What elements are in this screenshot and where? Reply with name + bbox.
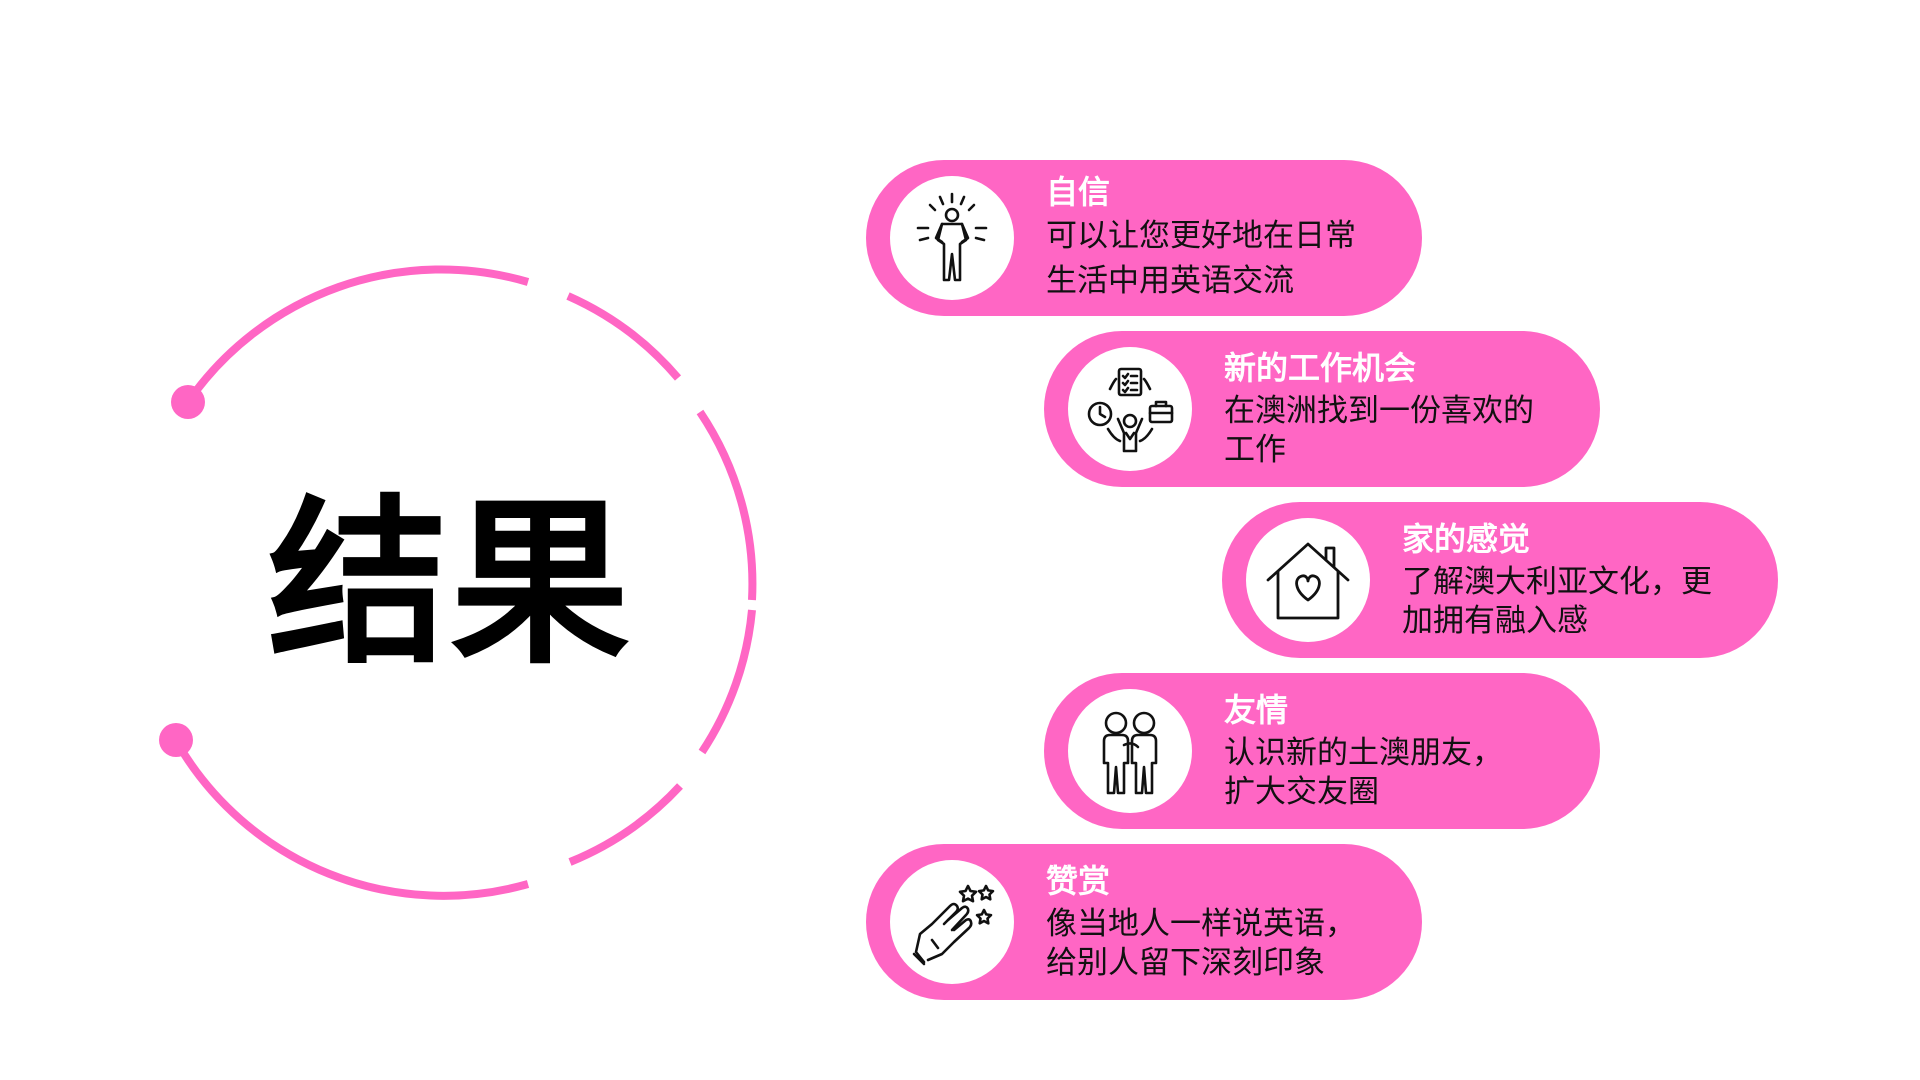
item-description-line: 认识新的土澳朋友，	[1224, 735, 1503, 772]
item-text: 友情 认识新的土澳朋友， 扩大交友圈	[1224, 683, 1570, 819]
ring-arc-right-lower	[698, 609, 756, 755]
icon-badge	[890, 860, 1014, 984]
confident-person-icon	[916, 192, 988, 282]
ring-dot-top	[171, 385, 205, 419]
ring-dot-bottom	[159, 723, 193, 757]
icon-badge	[1246, 518, 1370, 642]
item-heading: 自信	[1046, 173, 1111, 212]
item-heading: 赞赏	[1046, 862, 1111, 901]
house-heart-icon	[1266, 542, 1350, 620]
item-description-line: 像当地人一样说英语，	[1046, 906, 1356, 943]
item-text: 自信 可以让您更好地在日常 生活中用英语交流	[1046, 170, 1392, 306]
ring-arc-top-left	[184, 265, 530, 405]
icon-badge	[1068, 347, 1192, 471]
result-item-job-opportunity: 新的工作机会 在澳洲找到一份喜欢的 工作	[1044, 331, 1600, 487]
item-text: 家的感觉 了解澳大利亚文化，更 加拥有融入感	[1402, 512, 1748, 648]
result-item-sense-of-home: 家的感觉 了解澳大利亚文化，更 加拥有融入感	[1222, 502, 1778, 658]
two-friends-icon	[1102, 711, 1158, 795]
result-item-friendship: 友情 认识新的土澳朋友， 扩大交友圈	[1044, 673, 1600, 829]
item-description-line: 加拥有融入感	[1402, 603, 1588, 639]
item-heading: 新的工作机会	[1224, 349, 1417, 388]
ring-arc-top-right	[566, 292, 682, 381]
ring-arc-bottom-right	[568, 783, 683, 866]
item-text: 赞赏 像当地人一样说英语， 给别人留下深刻印象	[1046, 854, 1392, 990]
item-description-line: 可以让您更好地在日常	[1046, 218, 1356, 255]
job-opportunity-icon	[1087, 367, 1174, 453]
icon-badge	[1068, 689, 1192, 813]
item-description-line: 了解澳大利亚文化，更	[1402, 564, 1712, 601]
icon-badge	[890, 176, 1014, 300]
item-description-line: 给别人留下深刻印象	[1046, 945, 1325, 981]
item-description-line: 在澳洲找到一份喜欢的	[1224, 393, 1534, 430]
item-description-line: 工作	[1224, 432, 1286, 468]
result-item-confidence: 自信 可以让您更好地在日常 生活中用英语交流	[866, 160, 1422, 316]
item-heading: 家的感觉	[1402, 520, 1531, 559]
ring-arc-right-upper	[696, 409, 757, 601]
item-description-line: 生活中用英语交流	[1046, 263, 1294, 299]
item-text: 新的工作机会 在澳洲找到一份喜欢的 工作	[1224, 341, 1570, 477]
item-heading: 友情	[1224, 691, 1289, 730]
item-description-line: 扩大交友圈	[1224, 774, 1379, 810]
result-item-appreciation: 赞赏 像当地人一样说英语， 给别人留下深刻印象	[866, 844, 1422, 1000]
page-title: 结果	[267, 480, 632, 689]
ring-arc-bottom-left	[174, 741, 530, 900]
clapping-stars-icon	[912, 884, 995, 966]
